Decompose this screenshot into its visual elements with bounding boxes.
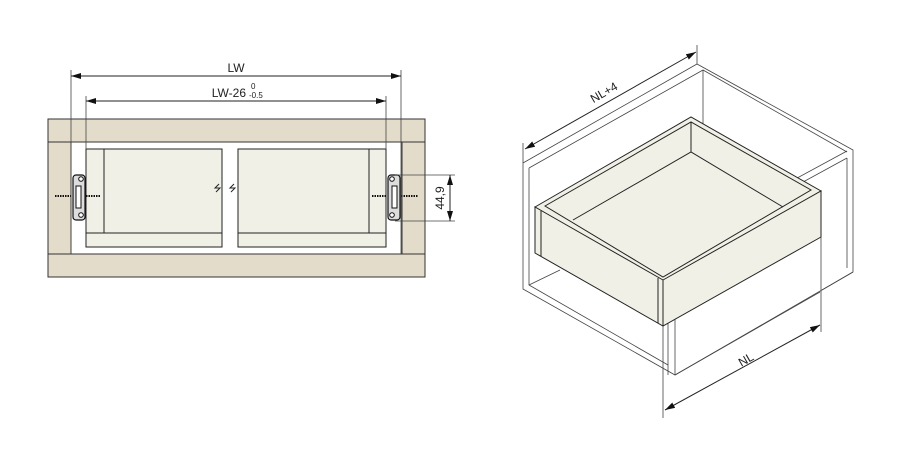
cabinet-top-panel [47, 118, 426, 143]
drawer-box [534, 116, 823, 327]
dim-height-label: 44,9 [433, 186, 447, 210]
dim-lw-label: LW [227, 61, 245, 75]
cabinet-right-side [401, 141, 426, 255]
isometric-view: NL+4 NL [522, 45, 854, 418]
dim-nl-plus-4-label: NL+4 [588, 79, 620, 106]
dim-nl-label: NL [736, 349, 757, 369]
dimension-inner-width: LW-26 0 -0.5 [85, 82, 387, 149]
drawer-right-part [237, 148, 387, 248]
left-runner-icon [55, 174, 101, 221]
dimension-lw: LW [70, 61, 402, 254]
tolerance-upper: 0 [251, 82, 256, 91]
dimension-height: 44,9 [395, 174, 455, 222]
front-view: LW LW-26 0 -0.5 44,9 [47, 61, 455, 278]
right-runner-icon [372, 174, 418, 221]
drawer-left-part [85, 148, 223, 248]
cabinet-bottom-panel [47, 253, 426, 278]
dimension-nl: NL [662, 237, 822, 418]
break-symbol [213, 183, 237, 193]
cabinet-left-side [47, 141, 72, 255]
tolerance-lower: -0.5 [249, 91, 263, 100]
dim-inner-label: LW-26 [212, 86, 247, 100]
